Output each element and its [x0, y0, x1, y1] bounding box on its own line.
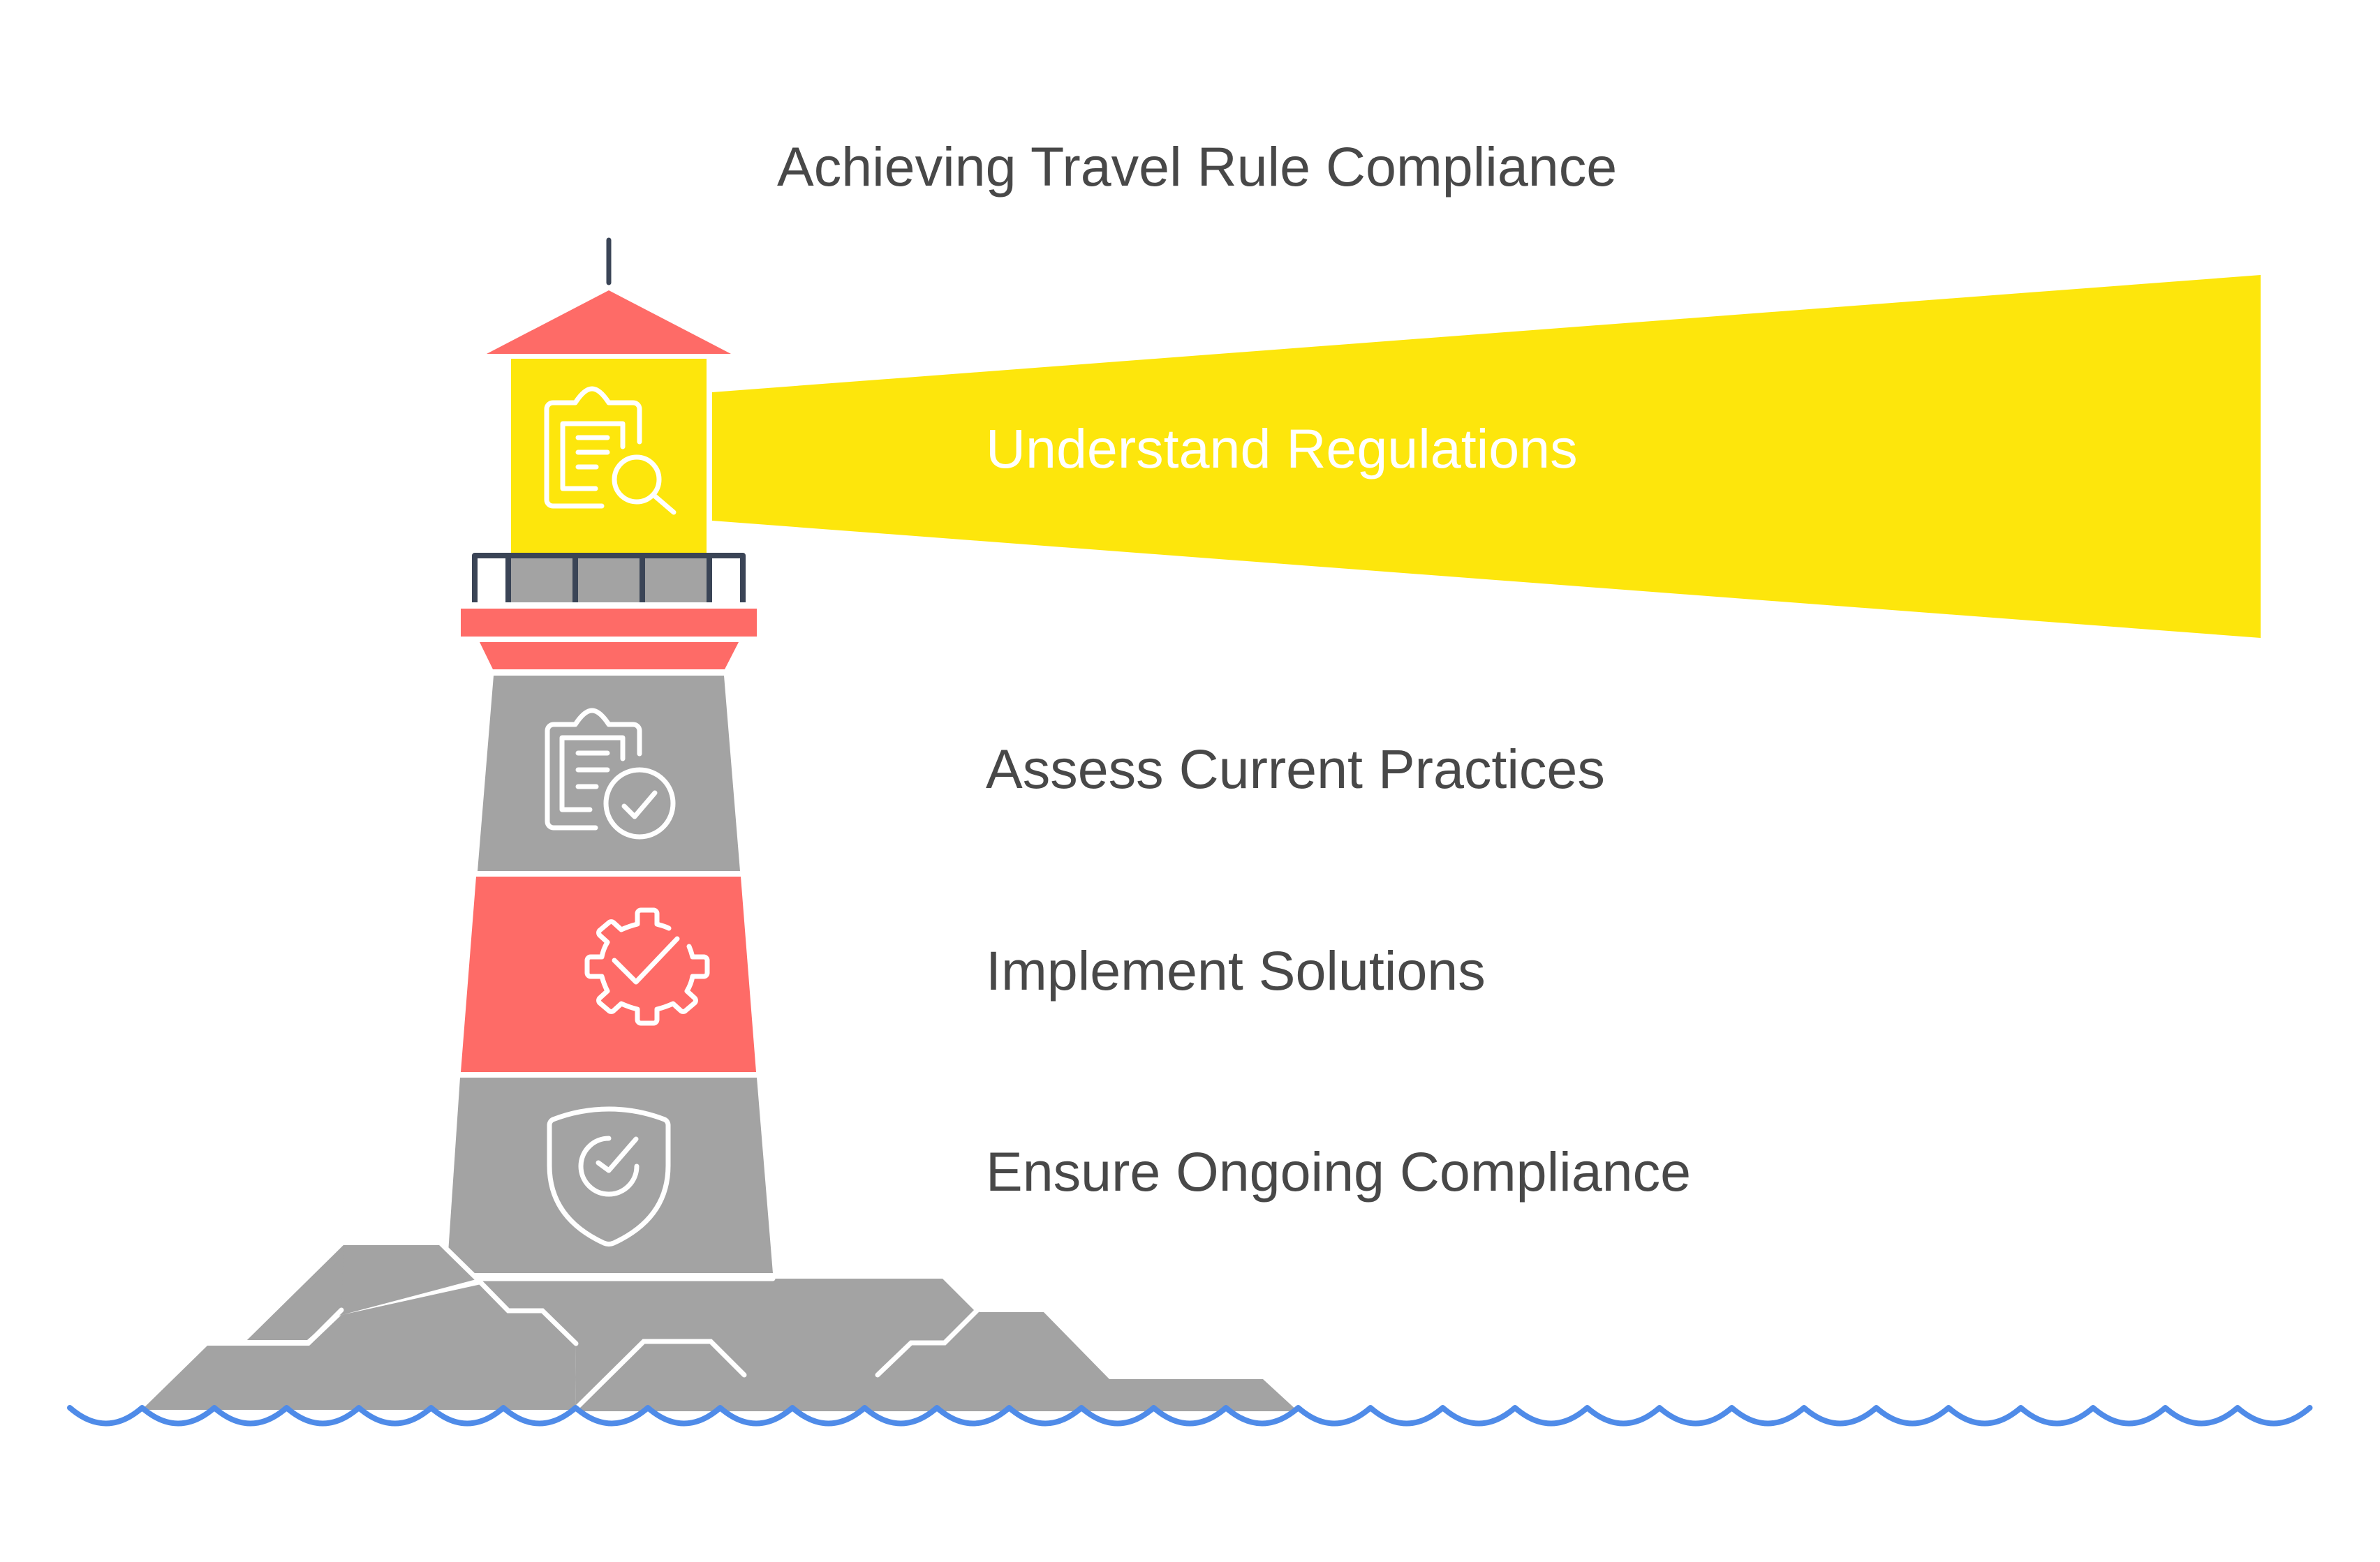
diagram-title: Achieving Travel Rule Compliance	[777, 135, 1618, 198]
step-assess-current-practices: Assess Current Practices	[986, 738, 1605, 800]
tower-section-assess	[478, 676, 740, 871]
step-understand-regulations: Understand Regulations	[986, 417, 1578, 479]
gallery-collar	[480, 642, 739, 669]
step-implement-solutions: Implement Solutions	[986, 939, 1486, 1002]
gear-check-icon	[584, 907, 710, 1026]
water-waves	[67, 1405, 2313, 1427]
lantern-room	[511, 359, 707, 553]
clipboard-search-icon	[544, 386, 677, 515]
tower-section-implement	[461, 877, 756, 1072]
railing	[472, 553, 746, 602]
lighthouse-roof	[487, 290, 731, 354]
light-beam	[712, 275, 2261, 638]
step-ensure-ongoing-compliance: Ensure Ongoing Compliance	[986, 1140, 1692, 1203]
rocks	[142, 1245, 1298, 1411]
clipboard-check-icon	[545, 708, 676, 840]
rock-cracks	[205, 1240, 980, 1411]
gallery-window	[511, 558, 707, 602]
tower-section-ensure	[447, 1078, 773, 1273]
shield-check-icon	[547, 1106, 671, 1247]
gallery-deck	[461, 609, 757, 637]
